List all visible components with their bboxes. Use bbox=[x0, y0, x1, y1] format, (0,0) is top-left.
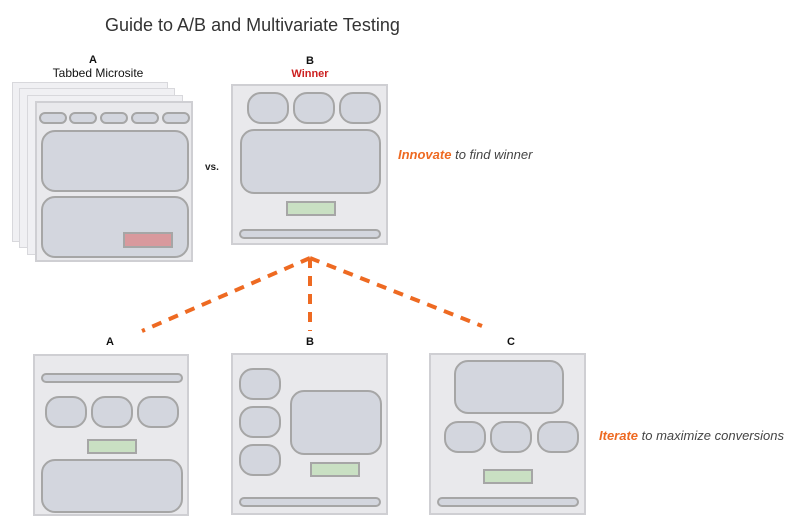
feature-block-3 bbox=[137, 396, 179, 428]
hero-block bbox=[290, 390, 382, 455]
tab-5 bbox=[162, 112, 190, 124]
hero-block bbox=[41, 459, 183, 513]
tab-3 bbox=[100, 112, 128, 124]
innovate-caption: Innovate to find winner bbox=[398, 147, 532, 162]
hero-block bbox=[454, 360, 564, 414]
header-bar bbox=[41, 373, 183, 383]
bottom-variant-c-page bbox=[429, 353, 586, 515]
variant-a-sublabel: Tabbed Microsite bbox=[52, 66, 144, 80]
connector-to-a bbox=[141, 256, 311, 333]
iterate-rest: to maximize conversions bbox=[638, 428, 784, 443]
bottom-variant-a-label: A bbox=[106, 336, 114, 348]
cta-button-green bbox=[483, 469, 533, 484]
feature-block-2 bbox=[91, 396, 133, 428]
feature-block-3 bbox=[537, 421, 579, 453]
innovate-highlight: Innovate bbox=[398, 147, 452, 162]
side-block-3 bbox=[239, 444, 281, 476]
tab-4 bbox=[131, 112, 159, 124]
feature-block-2 bbox=[293, 92, 335, 124]
iterate-highlight: Iterate bbox=[599, 428, 639, 443]
cta-button-red bbox=[123, 232, 173, 248]
hero-block bbox=[240, 129, 381, 194]
bottom-variant-c-label: C bbox=[507, 336, 515, 348]
side-block-2 bbox=[239, 406, 281, 438]
innovate-rest: to find winner bbox=[451, 147, 533, 162]
feature-block-2 bbox=[490, 421, 532, 453]
footer-bar bbox=[239, 497, 381, 507]
content-block-top bbox=[41, 130, 189, 192]
tabbed-microsite-page bbox=[35, 101, 193, 262]
winner-page bbox=[231, 84, 388, 245]
iterate-caption: Iterate to maximize conversions bbox=[599, 428, 784, 443]
variant-a-label: A bbox=[89, 54, 97, 66]
bottom-variant-a-page bbox=[33, 354, 189, 516]
feature-block-1 bbox=[444, 421, 486, 453]
bottom-variant-b-page bbox=[231, 353, 388, 515]
winner-label: Winner bbox=[291, 68, 329, 80]
feature-block-3 bbox=[339, 92, 381, 124]
footer-bar bbox=[437, 497, 579, 507]
bottom-variant-b-label: B bbox=[306, 336, 314, 348]
page-title: Guide to A/B and Multivariate Testing bbox=[105, 15, 400, 35]
footer-bar bbox=[239, 229, 381, 239]
cta-button-green bbox=[87, 439, 137, 454]
side-block-1 bbox=[239, 368, 281, 400]
cta-button-green bbox=[310, 462, 360, 477]
variant-b-label: B bbox=[306, 55, 314, 67]
connector-to-c bbox=[309, 256, 483, 328]
vs-label: vs. bbox=[205, 162, 219, 173]
tab-1 bbox=[39, 112, 67, 124]
feature-block-1 bbox=[45, 396, 87, 428]
tab-2 bbox=[69, 112, 97, 124]
cta-button-green bbox=[286, 201, 336, 216]
feature-block-1 bbox=[247, 92, 289, 124]
